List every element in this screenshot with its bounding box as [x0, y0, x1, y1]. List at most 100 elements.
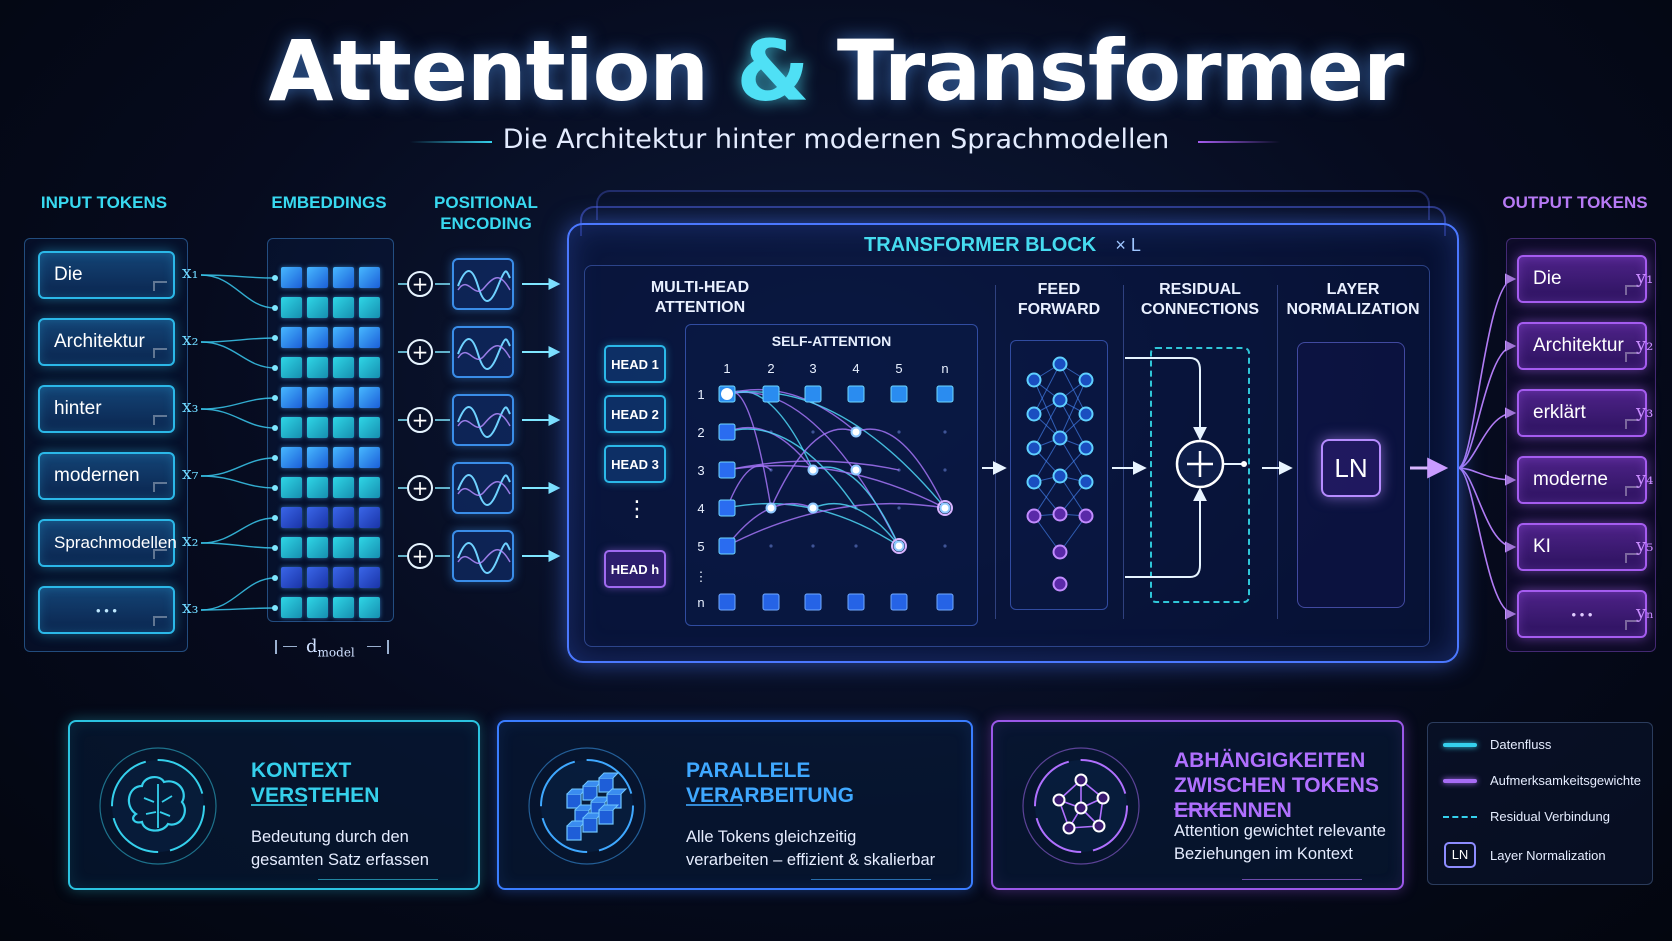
- ff-edge: [1033, 379, 1061, 439]
- input-token[interactable]: modernen: [38, 452, 175, 500]
- output-token[interactable]: erklärt: [1517, 389, 1647, 437]
- input-token[interactable]: Architektur: [38, 318, 175, 366]
- sine-wave-icon: [457, 270, 511, 302]
- output-token[interactable]: moderne: [1517, 456, 1647, 504]
- token-embedding-curve: [200, 542, 276, 549]
- output-tokens-label: OUTPUT TOKENS: [1502, 193, 1648, 212]
- ff-edge: [1059, 363, 1087, 415]
- card-text-line2: verarbeiten – effizient & skalierbar: [686, 851, 936, 869]
- ff-neuron: [1026, 474, 1042, 490]
- card-title: KONTEXT VERSTEHEN: [251, 758, 478, 808]
- card-title-line2: ZWISCHEN TOKENS ERKENNEN: [1174, 774, 1379, 822]
- brain-icon: [99, 747, 217, 865]
- attention-weight-line: [726, 464, 946, 509]
- token-corner-decoration: [153, 348, 167, 358]
- output-curve: [1457, 340, 1517, 469]
- token-corner-decoration: [153, 415, 167, 425]
- embedding-cell: [281, 267, 302, 288]
- attention-head-button[interactable]: HEAD 3: [604, 445, 666, 483]
- output-token-variable: y₅: [1636, 535, 1654, 556]
- token-square: [718, 461, 736, 479]
- token-embedding-curve: [200, 577, 276, 611]
- embedding-cell: [307, 447, 328, 468]
- connection-dot: [272, 395, 278, 401]
- ff-edge: [1059, 475, 1087, 517]
- grid-row-label: 2: [697, 425, 704, 440]
- output-token-variable: y₁: [1636, 267, 1654, 288]
- self-attention-label: SELF-ATTENTION: [771, 333, 892, 349]
- card-text-line1: Attention gewichtet relevante: [1174, 822, 1386, 840]
- ff-edge: [1033, 437, 1061, 483]
- input-token[interactable]: Sprachmodellen: [38, 519, 177, 567]
- attention-weight-line: [726, 502, 946, 547]
- input-token-variable: x₇: [182, 464, 199, 484]
- legend-swatch-dataflow: [1443, 743, 1477, 747]
- transformer-stack-layer-2: [596, 190, 1430, 220]
- output-curve: [1457, 467, 1517, 553]
- attention-node: [807, 464, 819, 476]
- transformer-title: TRANSFORMER BLOCK × L: [864, 234, 1164, 257]
- output-token[interactable]: • • •: [1517, 590, 1647, 638]
- connection-dot: [272, 425, 278, 431]
- attention-head-button[interactable]: HEAD 1: [604, 345, 666, 383]
- title-ampersand: &: [736, 22, 809, 120]
- ff-neuron: [1078, 508, 1094, 524]
- ff-neuron: [1078, 474, 1094, 490]
- embedding-cell: [333, 267, 354, 288]
- token-embedding-curve: [200, 408, 276, 429]
- separator: [1277, 285, 1278, 619]
- card-title-line1: ABHÄNGIGKEITEN: [1174, 749, 1366, 772]
- input-token[interactable]: • • •: [38, 586, 175, 634]
- input-token-label: hinter: [54, 398, 102, 419]
- embedding-cell: [359, 567, 380, 588]
- ff-neuron: [1078, 440, 1094, 456]
- token-corner-decoration: [153, 549, 167, 559]
- ln-label-line2: NORMALIZATION: [1286, 301, 1420, 318]
- connection-dot: [272, 485, 278, 491]
- token-square: [718, 537, 736, 555]
- add-symbol: +: [407, 543, 433, 569]
- ff-label-line1: FEED: [1037, 281, 1081, 298]
- embedding-cell: [281, 417, 302, 438]
- attention-node: [939, 502, 951, 514]
- grid-dot: [811, 430, 815, 434]
- embedding-dim-symbol: d: [306, 636, 318, 657]
- connection-dot: [272, 605, 278, 611]
- connection-dot: [272, 275, 278, 281]
- card-divider: [686, 804, 742, 806]
- embedding-cell: [307, 267, 328, 288]
- card-text-line2: gesamten Satz erfassen: [251, 851, 429, 869]
- grid-row-label: 1: [697, 387, 704, 402]
- output-token-label: erklärt: [1533, 402, 1586, 423]
- output-token[interactable]: KI: [1517, 523, 1647, 571]
- positional-label-line1: POSITIONAL: [434, 193, 538, 212]
- output-token[interactable]: Die: [1517, 255, 1647, 303]
- embedding-cell: [333, 477, 354, 498]
- sine-wave-icon: [457, 406, 511, 438]
- embedding-cell: [359, 297, 380, 318]
- attention-head-button[interactable]: HEAD 2: [604, 395, 666, 433]
- output-tokens-panel: [1506, 238, 1656, 652]
- token-embedding-curve: [200, 475, 276, 489]
- token-corner-decoration: [153, 482, 167, 492]
- input-token[interactable]: hinter: [38, 385, 175, 433]
- grid-dot: [897, 506, 901, 510]
- embedding-cell: [307, 357, 328, 378]
- token-square: [847, 593, 865, 611]
- embedding-cell: [333, 567, 354, 588]
- input-token[interactable]: Die: [38, 251, 175, 299]
- embedding-cell: [307, 537, 328, 558]
- output-curve: [1457, 407, 1517, 469]
- embedding-cell: [307, 327, 328, 348]
- token-corner-decoration: [153, 281, 167, 291]
- output-token[interactable]: Architektur: [1517, 322, 1647, 370]
- card-text-line2: Beziehungen im Kontext: [1174, 845, 1353, 863]
- positional-encoding-wave: [452, 258, 514, 310]
- input-tokens-panel: [24, 238, 188, 652]
- token-embedding-curve: [200, 607, 276, 611]
- output-curve: [1457, 273, 1517, 469]
- attention-head-button[interactable]: HEAD h: [604, 550, 666, 588]
- attention-node: [765, 502, 777, 514]
- embedding-cell: [281, 327, 302, 348]
